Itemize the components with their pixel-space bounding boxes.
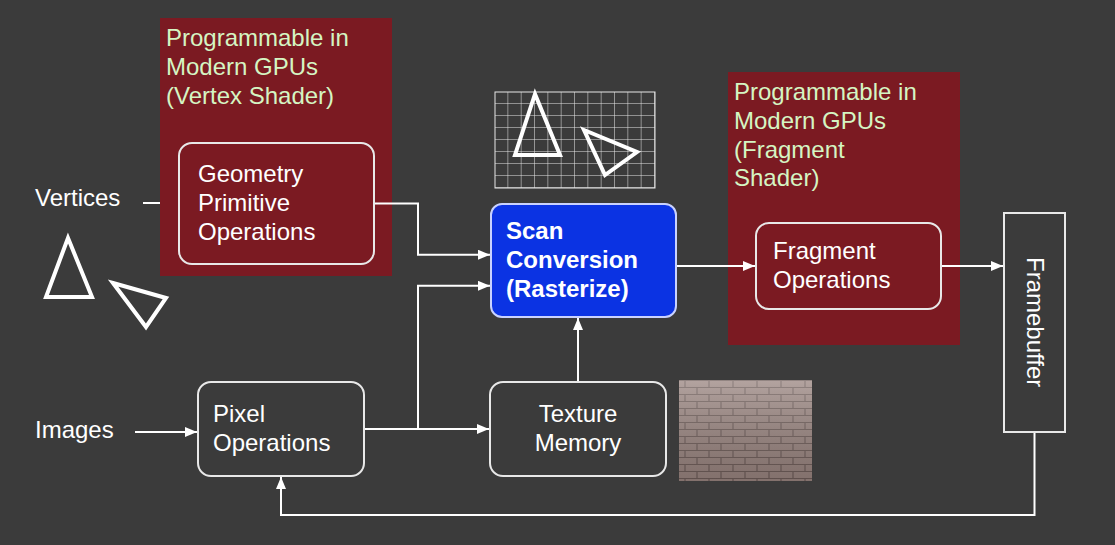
input-label: Vertices — [35, 184, 120, 213]
texture-shade — [679, 380, 812, 481]
node-text: Pixel Operations — [213, 400, 349, 458]
input-arrow — [135, 431, 197, 433]
connector — [365, 428, 489, 430]
label-holder: Vertices — [35, 184, 120, 213]
panel-heading: Programmable in Modern GPUs (Fragment Sh… — [728, 72, 929, 193]
raster-grid — [495, 92, 655, 188]
label-holder: Images — [35, 416, 114, 445]
framebuffer-box: Framebuffer — [1003, 212, 1066, 433]
shader-panel: Programmable in Modern GPUs (Fragment Sh… — [728, 72, 960, 345]
connector — [375, 204, 490, 255]
node-text: Framebuffer — [1020, 257, 1049, 387]
texture-image — [679, 380, 812, 481]
triangle-figure — [113, 283, 166, 327]
triangle-figure — [584, 130, 637, 175]
connector — [281, 433, 1035, 515]
process-box: Fragment Operations — [755, 222, 942, 310]
shader-panel: Programmable in Modern GPUs (Vertex Shad… — [160, 18, 392, 276]
connector — [577, 318, 579, 381]
memory-box: Texture Memory — [489, 381, 667, 477]
node-text: Fragment Operations — [773, 237, 924, 295]
connector — [365, 286, 490, 429]
node-text: Texture Memory — [501, 400, 655, 458]
connector — [942, 265, 1003, 267]
rasterize-box: Scan Conversion (Rasterize) — [490, 203, 677, 318]
connector — [677, 265, 755, 267]
input-label: Images — [35, 416, 114, 445]
node-text: Scan Conversion (Rasterize) — [506, 217, 661, 303]
process-box: Geometry Primitive Operations — [178, 142, 375, 265]
node-text: Geometry Primitive Operations — [198, 160, 355, 246]
panel-heading: Programmable in Modern GPUs (Vertex Shad… — [160, 18, 381, 110]
triangle-figure — [515, 94, 560, 155]
triangle-figure — [46, 238, 92, 297]
process-box: Pixel Operations — [197, 381, 365, 477]
